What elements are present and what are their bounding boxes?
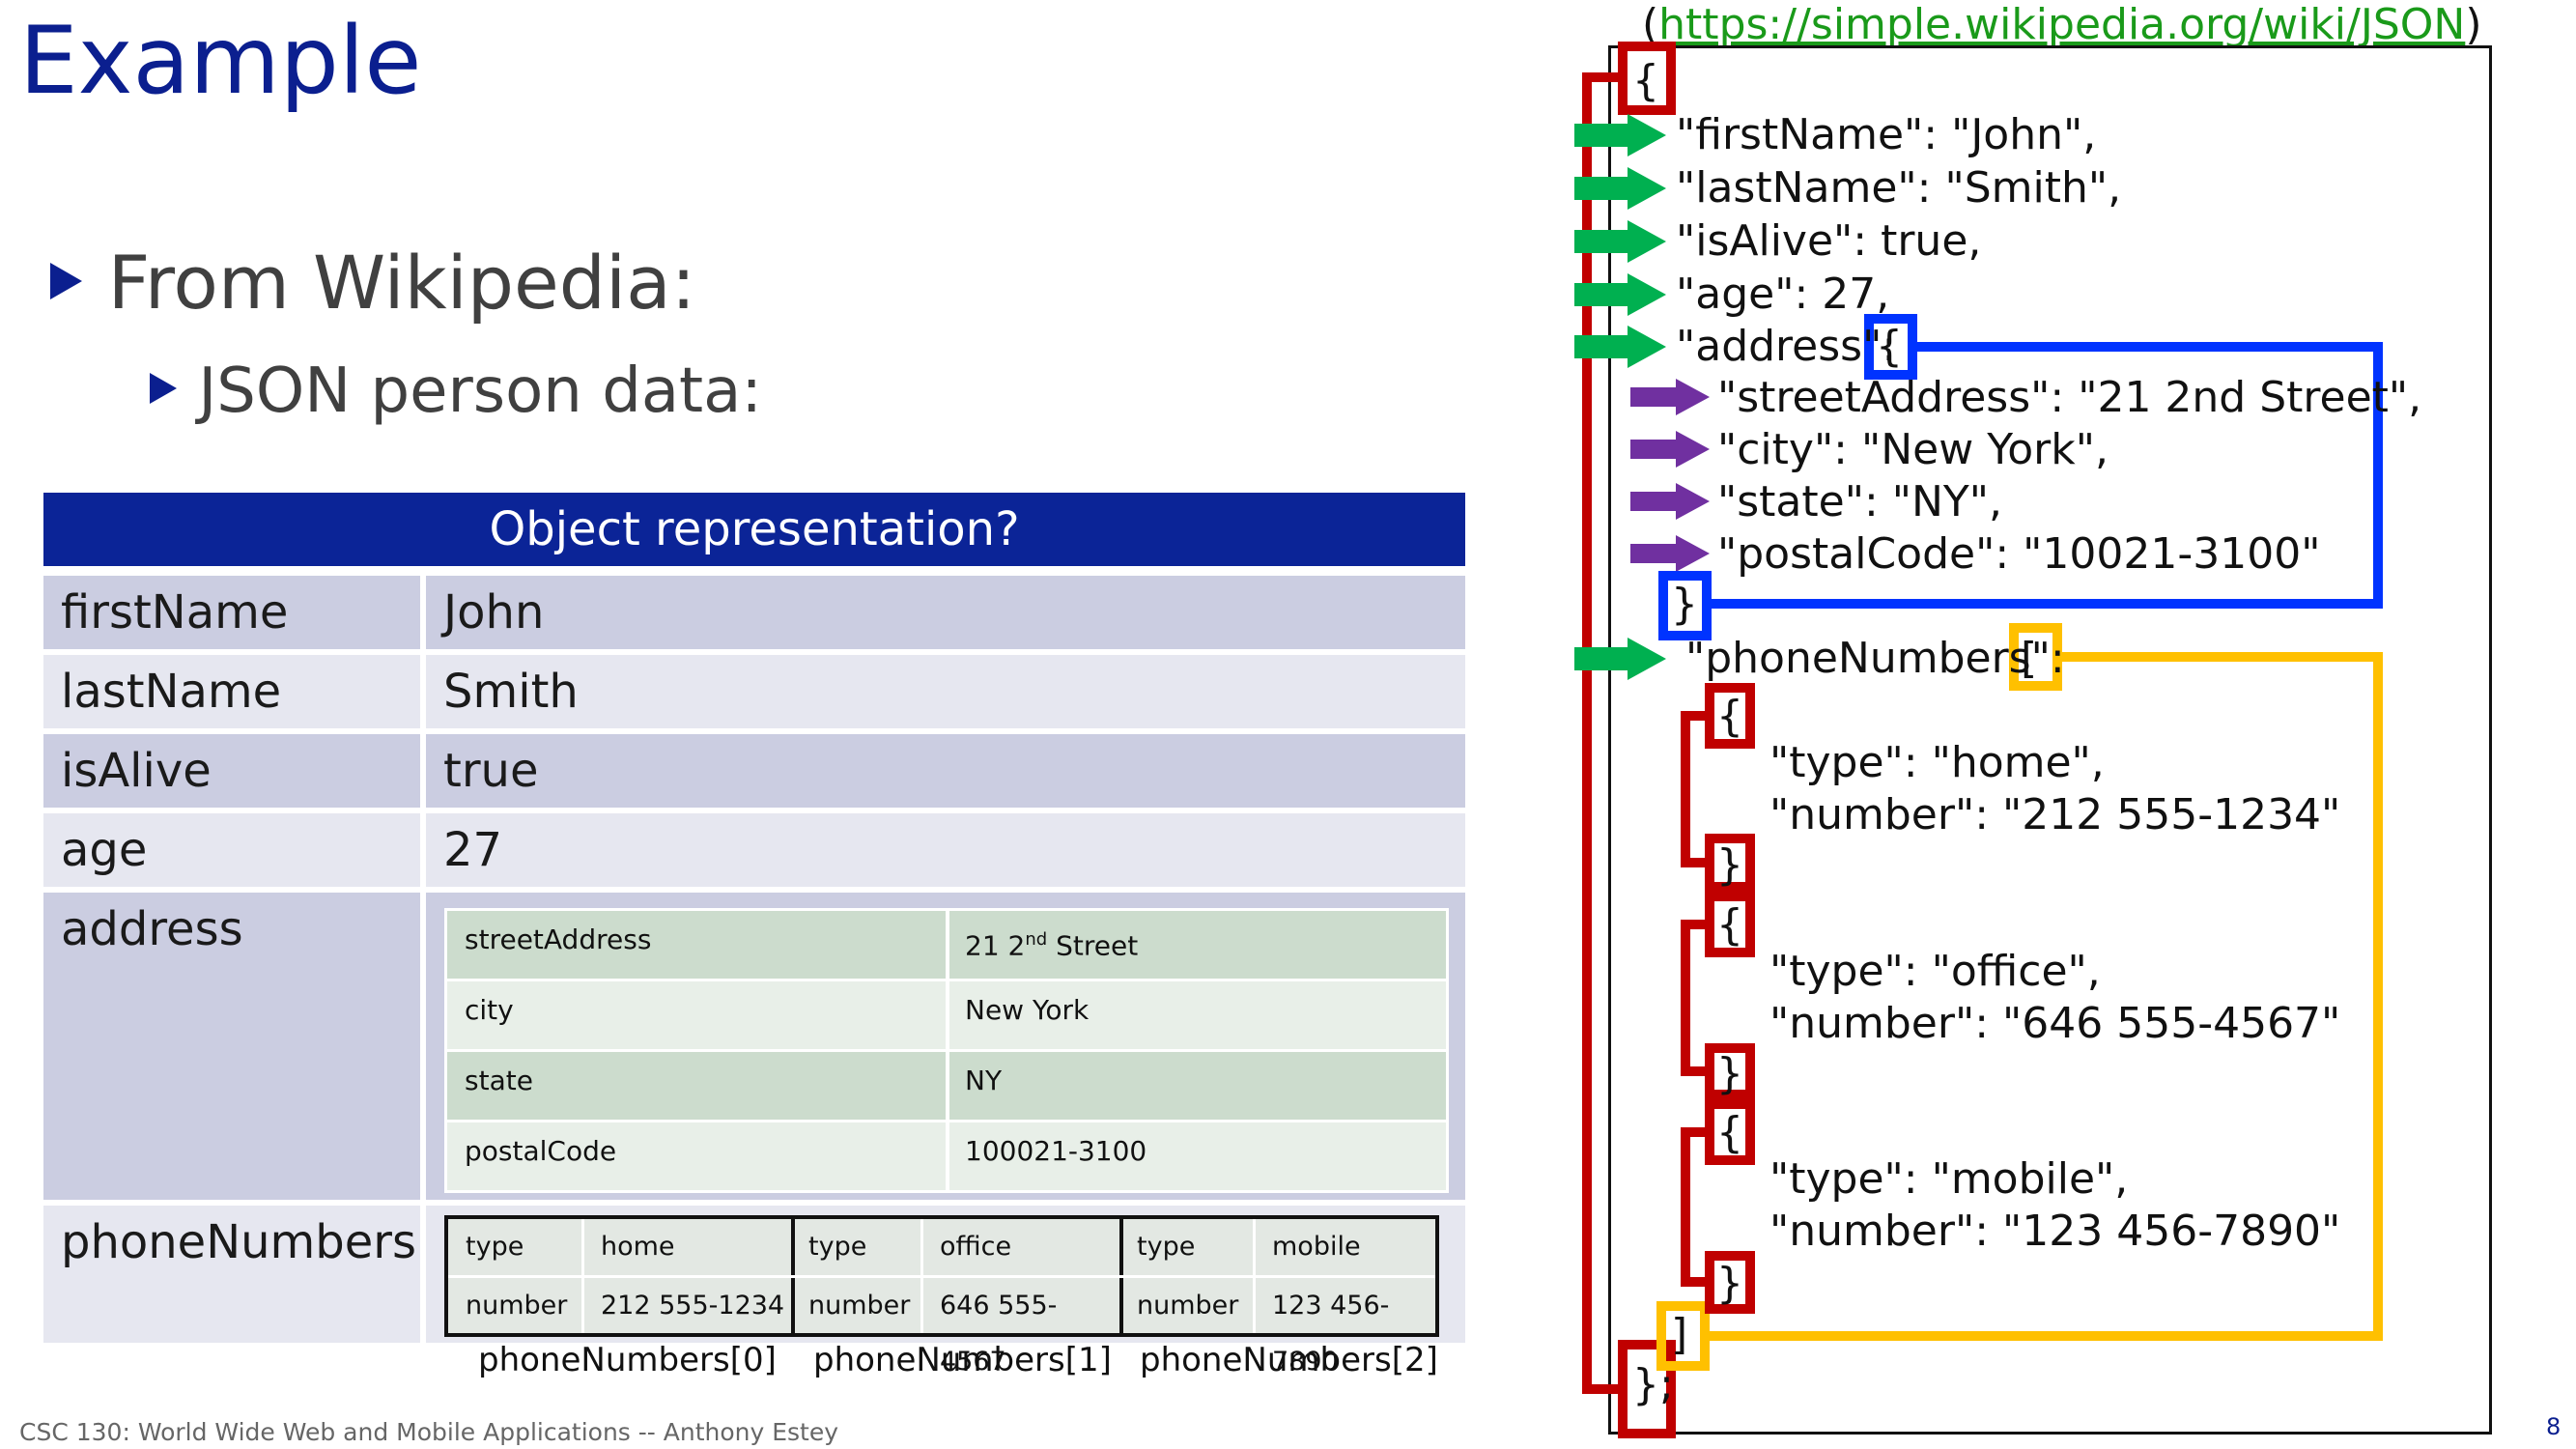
- json-obj-open: {: [1716, 692, 1743, 741]
- phone-object-brackets: [1681, 683, 1755, 1314]
- json-address-close: }: [1671, 580, 1698, 629]
- key-cell: phoneNumbers: [43, 1206, 420, 1343]
- json-line: "address":: [1676, 322, 1897, 371]
- key-cell: address: [43, 893, 420, 1200]
- key-cell: isAlive: [43, 734, 420, 808]
- address-key: state: [465, 1065, 533, 1096]
- source-link: (https://simple.wikipedia.org/wiki/JSON): [1642, 0, 2482, 49]
- address-row: streetAddress 21 2nd Street: [447, 911, 1446, 981]
- json-obj-close: }: [1716, 840, 1743, 890]
- address-value: NY: [946, 1052, 1002, 1120]
- json-code-box: [1608, 45, 2492, 1435]
- json-line: "firstName": "John",: [1676, 110, 2097, 159]
- json-line: "age": 27,: [1676, 270, 1890, 319]
- key-cell: lastName: [43, 655, 420, 728]
- table-row: lastName Smith: [43, 655, 1465, 728]
- json-line: "streetAddress": "21 2nd Street",: [1717, 373, 2422, 422]
- address-key: city: [465, 994, 514, 1026]
- json-close-brace: };: [1632, 1360, 1674, 1409]
- nested-property-arrows: [1630, 379, 1710, 572]
- value-cell: true: [426, 734, 1465, 808]
- json-line: "number": "212 555-1234": [1769, 790, 2341, 839]
- bullet-from-wikipedia: From Wikipedia:: [50, 246, 695, 320]
- json-obj-open: {: [1716, 900, 1743, 950]
- bullet-text: From Wikipedia:: [107, 240, 696, 326]
- footer: CSC 130: World Wide Web and Mobile Appli…: [19, 1418, 839, 1446]
- slide-title: Example: [19, 7, 422, 115]
- json-line: "lastName": "Smith",: [1676, 163, 2122, 213]
- json-obj-close: }: [1716, 1049, 1743, 1098]
- json-line: "postalCode": "10021-3100": [1717, 529, 2321, 579]
- json-line: "number": "646 555-4567": [1769, 999, 2341, 1048]
- phone-caption: phoneNumbers[1]: [813, 1341, 1112, 1379]
- json-array-close: ]: [1671, 1310, 1688, 1359]
- table-row-address: address streetAddress 21 2nd Street city…: [43, 893, 1465, 1200]
- json-line: "city": "New York",: [1717, 425, 2109, 474]
- address-value: 21 2nd Street: [946, 911, 1138, 979]
- triangle-bullet-icon: [150, 373, 177, 405]
- address-object-bracket: [1658, 314, 2383, 640]
- json-array-open: [: [2021, 634, 2038, 683]
- address-row: city New York: [447, 981, 1446, 1052]
- json-line: "number": "123 456-7890": [1769, 1207, 2341, 1256]
- phone-caption: phoneNumbers[2]: [1140, 1341, 1438, 1379]
- json-obj-open: {: [1716, 1108, 1743, 1157]
- outer-object-bracket: [1582, 42, 1676, 1438]
- address-key: postalCode: [465, 1135, 617, 1167]
- value-cell: Smith: [426, 655, 1465, 728]
- triangle-bullet-icon: [50, 262, 82, 299]
- json-open-brace: {: [1632, 56, 1659, 105]
- phone-array-bracket: [1656, 623, 2383, 1371]
- address-row: postalCode 100021-3100: [447, 1122, 1446, 1190]
- wikipedia-link[interactable]: https://simple.wikipedia.org/wiki/JSON: [1658, 0, 2466, 49]
- value-cell: John: [426, 576, 1465, 649]
- phone-caption: phoneNumbers[0]: [478, 1341, 777, 1379]
- json-line: "state": "NY",: [1717, 477, 2003, 526]
- table-row: isAlive true: [43, 734, 1465, 808]
- key-cell: age: [43, 813, 420, 887]
- table-row: firstName John: [43, 576, 1465, 649]
- address-value: 100021-3100: [946, 1122, 1146, 1190]
- address-nested-table: streetAddress 21 2nd Street city New Yor…: [444, 908, 1449, 1193]
- json-address-open: {: [1876, 322, 1903, 371]
- table-row: age 27: [43, 813, 1465, 887]
- json-line: "type": "mobile",: [1769, 1154, 2129, 1204]
- table-header: Object representation?: [43, 493, 1465, 566]
- bullet-text: JSON person data:: [198, 355, 762, 427]
- bullet-json-person-data: JSON person data:: [150, 360, 762, 422]
- address-row: state NY: [447, 1052, 1446, 1122]
- page-number: 8: [2546, 1413, 2562, 1440]
- property-arrows: [1574, 114, 1666, 680]
- json-line: "type": "office",: [1769, 947, 2101, 996]
- json-line: "phoneNumbers":: [1685, 634, 2065, 683]
- json-obj-close: }: [1716, 1259, 1743, 1308]
- key-cell: firstName: [43, 576, 420, 649]
- json-line: "isAlive": true,: [1676, 216, 1982, 266]
- value-cell: 27: [426, 813, 1465, 887]
- address-value: New York: [946, 981, 1089, 1049]
- json-line: "type": "home",: [1769, 738, 2105, 787]
- address-key: streetAddress: [465, 923, 652, 955]
